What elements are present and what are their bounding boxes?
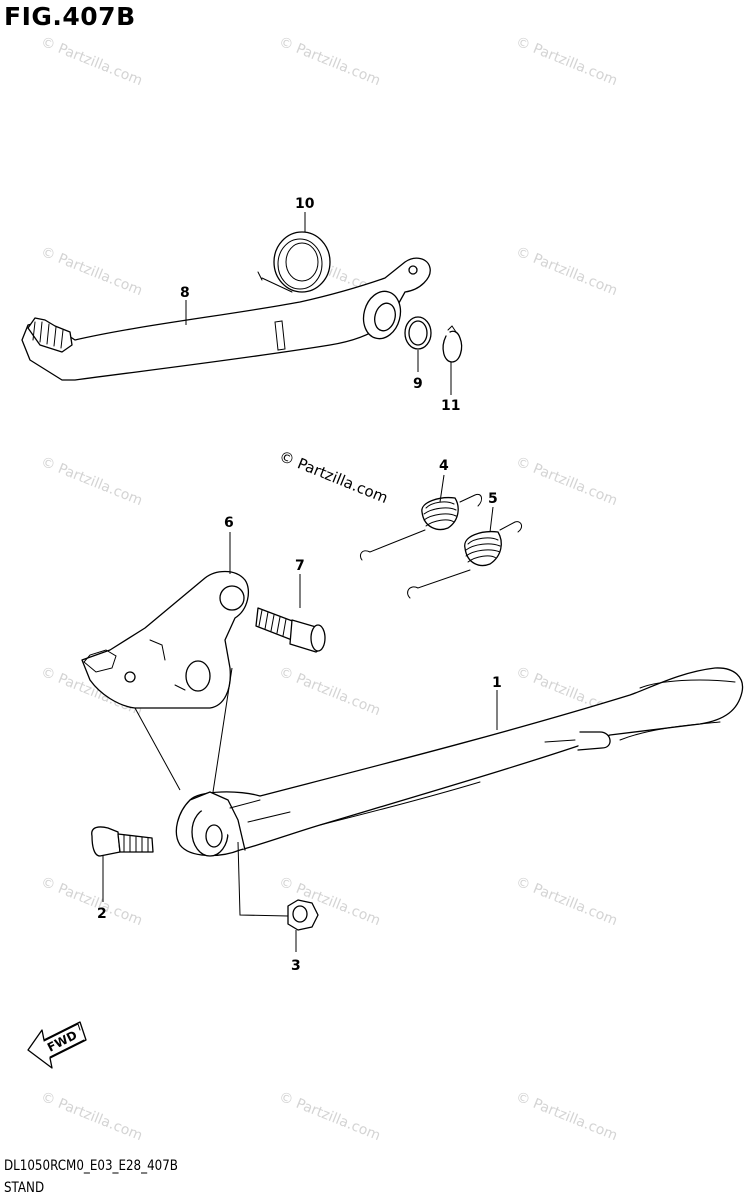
side-stand[interactable] bbox=[175, 667, 744, 857]
figure-name: STAND bbox=[4, 1180, 45, 1196]
leader-lines bbox=[102, 212, 498, 952]
watermark: © Partzilla.com bbox=[514, 454, 620, 509]
watermark-layer: © Partzilla.com © Partzilla.com © Partzi… bbox=[39, 34, 620, 1144]
callout-10: 10 bbox=[295, 196, 315, 212]
watermark-dark: © Partzilla.com bbox=[277, 447, 391, 507]
callout-6: 6 bbox=[224, 515, 234, 531]
watermark: © Partzilla.com bbox=[277, 34, 383, 89]
watermark: © Partzilla.com bbox=[39, 1089, 145, 1144]
watermark: © Partzilla.com bbox=[514, 34, 620, 89]
brake-pedal[interactable] bbox=[21, 257, 431, 381]
callout-5: 5 bbox=[488, 491, 498, 507]
callout-9: 9 bbox=[413, 376, 423, 392]
watermark: © Partzilla.com bbox=[39, 244, 145, 299]
bracket-bolt[interactable] bbox=[255, 607, 326, 653]
callout-3: 3 bbox=[291, 958, 301, 974]
callout-7: 7 bbox=[295, 558, 305, 574]
figure-code: DL1050RCM0_E03_E28_407B bbox=[4, 1158, 178, 1174]
stand-spring-lower[interactable] bbox=[407, 521, 523, 599]
circlip[interactable] bbox=[442, 325, 463, 363]
pedal-spring[interactable] bbox=[257, 231, 331, 293]
callout-4: 4 bbox=[439, 458, 449, 474]
stand-pivot-bolt[interactable] bbox=[91, 826, 154, 857]
watermark: © Partzilla.com bbox=[39, 874, 145, 929]
watermark: © Partzilla.com bbox=[514, 244, 620, 299]
stand-spring-upper[interactable] bbox=[359, 493, 483, 561]
fig-title: FIG.407B bbox=[4, 2, 136, 31]
watermark: © Partzilla.com bbox=[39, 34, 145, 89]
watermark: © Partzilla.com bbox=[514, 1089, 620, 1144]
watermark: © Partzilla.com bbox=[39, 454, 145, 509]
watermark: © Partzilla.com bbox=[514, 874, 620, 929]
stand-bracket[interactable] bbox=[81, 570, 249, 709]
fwd-arrow-icon: FWD bbox=[27, 1021, 87, 1069]
callout-11: 11 bbox=[441, 398, 460, 414]
pivot-nut[interactable] bbox=[287, 899, 319, 931]
callout-8: 8 bbox=[180, 285, 190, 301]
washer[interactable] bbox=[404, 316, 432, 350]
watermark: © Partzilla.com bbox=[277, 1089, 383, 1144]
callout-2: 2 bbox=[97, 906, 107, 922]
callout-1: 1 bbox=[492, 675, 502, 691]
watermark: © Partzilla.com bbox=[277, 664, 383, 719]
callouts: 10 8 9 11 4 5 6 7 1 2 3 bbox=[97, 196, 502, 974]
